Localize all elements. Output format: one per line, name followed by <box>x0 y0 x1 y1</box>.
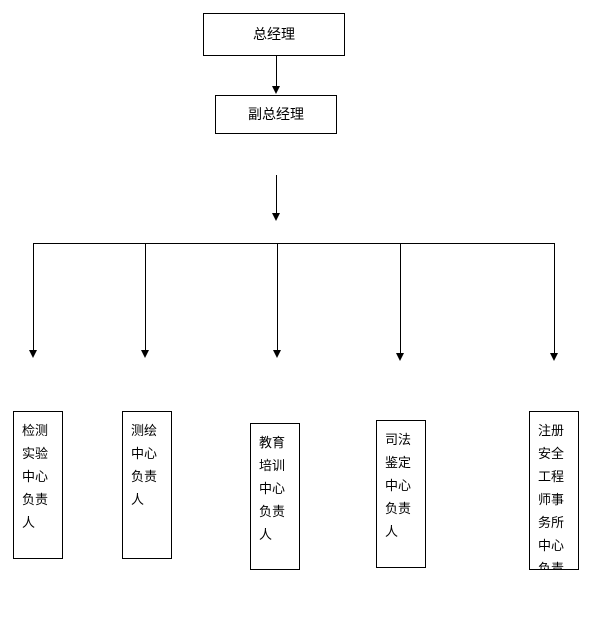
connector-drop-2-line <box>145 243 146 355</box>
node-department-5[interactable]: 注册 安全 工程 师事 务所 中心 负责 <box>529 411 579 570</box>
node-deputy-general-manager-label: 副总经理 <box>248 106 304 123</box>
node-deputy-general-manager[interactable]: 副总经理 <box>215 95 337 134</box>
node-department-2-label: 测绘 中心 负责 人 <box>131 424 158 508</box>
connector-gm-to-deputy-line <box>276 56 277 88</box>
connector-deputy-to-bus-line <box>276 175 277 215</box>
connector-gm-to-deputy-arrowhead <box>272 86 280 94</box>
connector-drop-4-arrowhead <box>396 353 404 361</box>
connector-drop-2-arrowhead <box>141 350 149 358</box>
connector-drop-5-arrowhead <box>550 353 558 361</box>
node-department-1[interactable]: 检测 实验 中心 负责 人 <box>13 411 63 559</box>
connector-drop-4-line <box>400 243 401 358</box>
connector-drop-5-line <box>554 243 555 358</box>
node-department-4[interactable]: 司法 鉴定 中心 负责 人 <box>376 420 426 568</box>
node-department-4-label: 司法 鉴定 中心 负责 人 <box>385 433 412 540</box>
connector-drop-3-line <box>277 243 278 355</box>
node-general-manager[interactable]: 总经理 <box>203 13 345 56</box>
connector-drop-1-line <box>33 243 34 355</box>
connector-bus-bar <box>33 243 555 244</box>
connector-drop-1-arrowhead <box>29 350 37 358</box>
connector-deputy-to-bus-arrowhead <box>272 213 280 221</box>
node-department-2[interactable]: 测绘 中心 负责 人 <box>122 411 172 559</box>
node-general-manager-label: 总经理 <box>253 26 295 43</box>
node-department-3[interactable]: 教育 培训 中心 负责 人 <box>250 423 300 570</box>
connector-drop-3-arrowhead <box>273 350 281 358</box>
node-department-3-label: 教育 培训 中心 负责 人 <box>259 436 286 543</box>
node-department-1-label: 检测 实验 中心 负责 人 <box>22 424 49 531</box>
node-department-5-label: 注册 安全 工程 师事 务所 中心 负责 <box>538 424 565 570</box>
